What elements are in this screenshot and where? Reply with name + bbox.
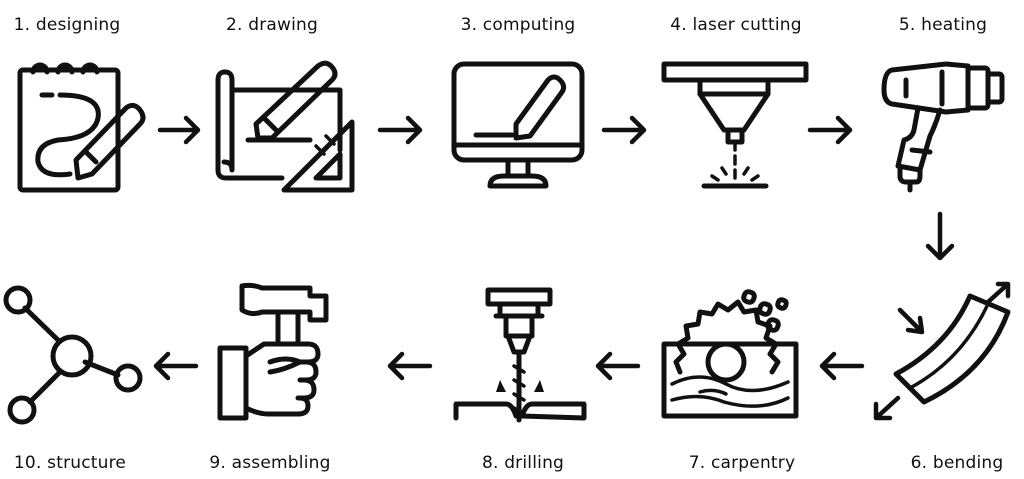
monitor-pen-icon <box>451 61 585 189</box>
arrow-icon <box>157 115 853 145</box>
step-label-assembling: 9. assembling <box>209 453 331 473</box>
arrow-down-icon <box>925 211 955 261</box>
circular-saw-icon <box>661 289 799 419</box>
hand-hammer-icon <box>217 282 329 421</box>
blueprint-triangle-icon <box>215 60 355 193</box>
step-label-structure: 10. structure <box>13 453 127 473</box>
step-label-heating: 5. heating <box>898 15 988 35</box>
step-label-carpentry: 7. carpentry <box>688 453 796 473</box>
step-label-designing: 1. designing <box>13 15 121 35</box>
step-label-laser-cutting: 4. laser cutting <box>670 15 802 35</box>
arrow-left-icon <box>153 351 865 381</box>
laser-cutter-icon <box>661 61 809 189</box>
step-label-drilling: 8. drilling <box>481 453 565 473</box>
step-label-drawing: 2. drawing <box>225 15 319 35</box>
step-label-bending: 6. bending <box>910 453 1004 473</box>
node-structure-icon <box>3 285 143 425</box>
drill-press-icon <box>453 287 587 423</box>
bent-beam-icon <box>873 281 1011 421</box>
notepad-pencil-icon <box>17 62 146 193</box>
step-label-computing: 3. computing <box>460 15 576 35</box>
heat-gun-icon <box>881 61 1005 193</box>
